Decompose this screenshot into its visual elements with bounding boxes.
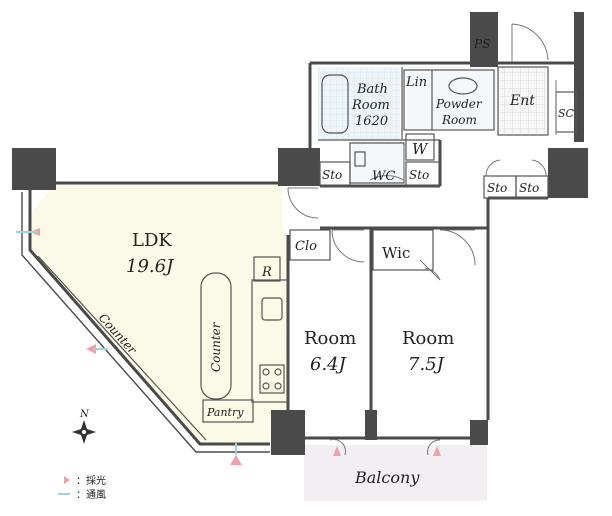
ps-label: PS bbox=[473, 37, 490, 51]
legend-wind-label: ：通風 bbox=[76, 489, 106, 501]
powder-floor bbox=[404, 67, 496, 129]
ldk-size: 19.6J bbox=[126, 256, 175, 277]
compass-rose bbox=[72, 420, 96, 444]
counter-kitchen-label: Counter bbox=[209, 321, 223, 372]
door-swings bbox=[287, 23, 557, 456]
room2-label: Room bbox=[402, 328, 454, 349]
balcony-label: Balcony bbox=[354, 468, 420, 487]
wic-label: Wic bbox=[382, 244, 410, 262]
room2-size: 7.5J bbox=[408, 354, 446, 375]
bath-floor bbox=[318, 67, 400, 139]
wc-label: WC bbox=[372, 169, 395, 184]
walls bbox=[12, 12, 588, 455]
bath-label-1: Bath bbox=[356, 82, 388, 97]
sto-wc-right-label: Sto bbox=[409, 168, 429, 182]
legend-light-label: ：採光 bbox=[76, 474, 106, 487]
clo-label: Clo bbox=[295, 239, 317, 254]
sto-ent-2-label: Sto bbox=[519, 181, 539, 195]
powder-label-2: Room bbox=[441, 113, 477, 127]
light-arrows bbox=[16, 228, 441, 495]
sto-wc-left-label: Sto bbox=[322, 168, 342, 182]
bath-label-2: Room bbox=[351, 98, 390, 113]
w-label: W bbox=[412, 140, 429, 158]
compass-north-label: N bbox=[79, 409, 90, 420]
entrance-floor bbox=[498, 67, 546, 135]
ent-label: Ent bbox=[509, 93, 535, 109]
powder-label-1: Powder bbox=[435, 97, 483, 111]
wc-floor bbox=[352, 141, 404, 183]
interior-lines bbox=[37, 66, 577, 441]
bath-label-3: 1620 bbox=[355, 114, 388, 129]
pantry-label: Pantry bbox=[206, 406, 244, 419]
sc-label: SC bbox=[558, 107, 575, 120]
room1-size: 6.4J bbox=[310, 354, 348, 375]
r-label: R bbox=[261, 265, 272, 280]
lin-label: Lin bbox=[405, 75, 427, 90]
room1-label: Room bbox=[304, 328, 356, 349]
sto-ent-1-label: Sto bbox=[487, 181, 507, 195]
ldk-floor bbox=[30, 183, 288, 444]
ldk-label: LDK bbox=[132, 230, 172, 251]
